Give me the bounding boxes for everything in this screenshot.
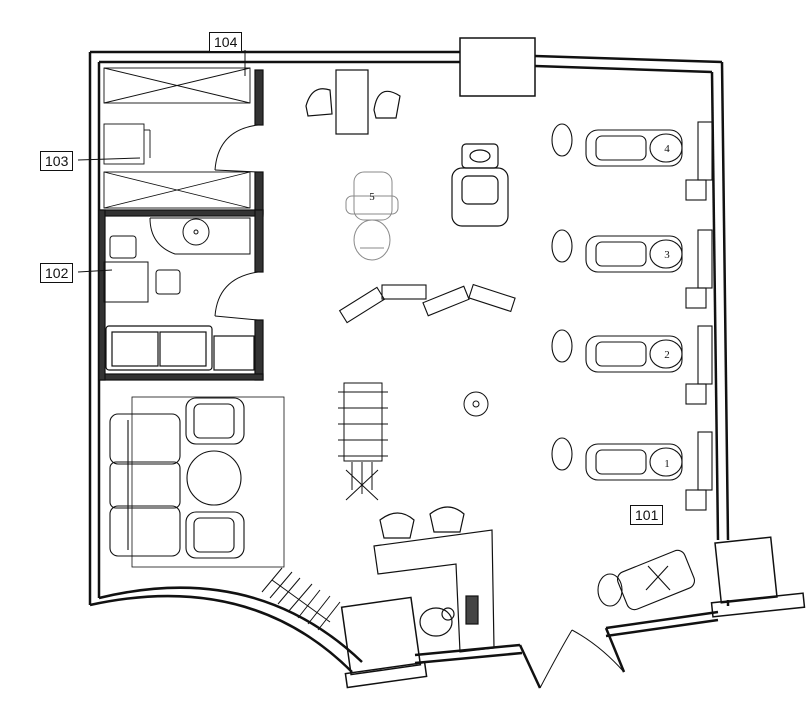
room-104-cabinets xyxy=(103,67,251,209)
station-1-number: 1 xyxy=(664,458,670,470)
rack-unit xyxy=(338,382,388,501)
station-2 xyxy=(551,325,713,405)
station-5 xyxy=(345,171,399,261)
consult-table xyxy=(305,69,401,135)
display-benches xyxy=(338,283,516,324)
door-swings xyxy=(214,124,259,321)
floor-drain xyxy=(463,391,489,417)
station-5-number: 5 xyxy=(369,191,375,203)
columns xyxy=(340,37,806,689)
room-104-label: 104 xyxy=(209,32,243,52)
station-2-number: 2 xyxy=(664,349,670,361)
stylist-stations xyxy=(551,121,713,511)
wash-station xyxy=(451,143,509,227)
room-102-fixtures xyxy=(103,217,251,303)
coat-rack xyxy=(261,567,341,631)
room-103-label: 103 xyxy=(40,151,74,171)
station-1 xyxy=(551,431,713,511)
room-101-label: 101 xyxy=(630,505,664,525)
reception-desk xyxy=(373,506,495,653)
waiting-area xyxy=(109,396,285,568)
interior-walls xyxy=(98,69,264,381)
corner-chair xyxy=(597,549,696,611)
lounge-sofa xyxy=(105,325,255,371)
station-4 xyxy=(551,121,713,201)
station-4-number: 4 xyxy=(664,143,670,155)
room-102-label: 102 xyxy=(40,263,74,283)
station-3 xyxy=(551,229,713,309)
outer-walls xyxy=(88,50,730,689)
leader-lines xyxy=(77,50,246,273)
station-3-number: 3 xyxy=(664,249,670,261)
entrance-door xyxy=(539,629,625,689)
